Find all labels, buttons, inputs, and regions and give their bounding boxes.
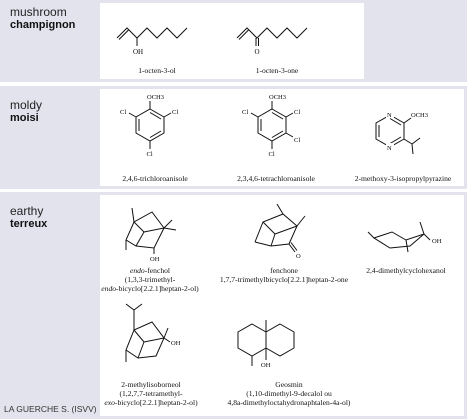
dmch-oh-label: OH — [432, 238, 442, 245]
mib-iupac-line: (1,2,7,7-tetramethyl- — [119, 389, 183, 398]
molecule-geosmin: OH — [237, 320, 295, 369]
molecule-2-4-dimethylcyclohexanol: OH — [367, 221, 442, 253]
tca-caption: 2,4,6-trichloroanisole — [122, 174, 188, 183]
fenchone-name: fenchone — [270, 266, 298, 275]
label-moldy: moldy moisi — [10, 99, 42, 125]
molecule-2-3-4-6-tetrachloroanisole: OCH3 Cl Cl Cl Cl — [242, 94, 300, 158]
octenol-oh-label: OH — [133, 48, 143, 56]
ipmp-och3-label: OCH3 — [411, 112, 428, 119]
label-mushroom-fr: champignon — [10, 19, 76, 31]
tca-cl-bottom: Cl — [147, 151, 153, 158]
geosmin-iupac-line-2: 4,8a-dimethyloctahydronaphtalen-4a-ol) — [227, 398, 351, 407]
geosmin-oh-label: OH — [261, 362, 271, 369]
octenone-caption: 1-octen-3-one — [255, 66, 299, 75]
ipmp-n-bottom: N — [387, 145, 392, 152]
fenchol-oh-label: OH — [150, 256, 160, 263]
dmch-caption: 2,4-dimethylcyclohexanol — [366, 266, 446, 275]
fenchone-iupac: 1,7,7-trimethylbicyclo[2.2.1]heptan-2-on… — [219, 275, 349, 284]
fenchone-o-label: O — [296, 253, 301, 260]
geosmin-caption: Geosmin (1,10-dimethyl-9-decalol ou 4,8a… — [224, 380, 354, 407]
mib-oh-label: OH — [171, 340, 181, 347]
octenone-o-label: O — [255, 48, 260, 56]
teca-cl-bottom: Cl — [269, 151, 275, 158]
molecule-1-octen-3-one: O — [236, 27, 308, 56]
teca-cl-upper-left: Cl — [242, 109, 248, 116]
molecule-1-octen-3-ol: OH — [116, 27, 188, 56]
panel-moldy — [100, 89, 464, 186]
geosmin-name: Geosmin — [275, 380, 303, 389]
mib-caption: 2-methylisoborneol (1,2,7,7-tetramethyl-… — [96, 380, 206, 407]
molecule-2-methoxy-3-isopropylpyrazine: N N OCH3 — [375, 110, 428, 155]
geosmin-iupac-line-1: (1,10-dimethyl-9-decalol ou — [246, 389, 332, 398]
ipmp-caption: 2-methoxy-3-isopropylpyrazine — [354, 174, 452, 183]
fenchol-iupac-line-2: -bicyclo[2.2.1]heptan-2-ol) — [116, 284, 199, 293]
fenchol-endo-prefix: endo — [129, 266, 145, 275]
mib-exo-prefix: exo — [104, 398, 115, 407]
label-mushroom-en: mushroom — [10, 5, 67, 19]
label-mushroom: mushroom champignon — [10, 6, 75, 32]
teca-cl-upper-right: Cl — [294, 109, 300, 116]
tca-cl-left: Cl — [120, 109, 126, 116]
molecule-endo-fenchol: OH — [125, 207, 177, 263]
tca-cl-right: Cl — [172, 109, 178, 116]
octenol-caption: 1-octen-3-ol — [138, 66, 176, 75]
label-moldy-fr: moisi — [10, 112, 39, 124]
ipmp-n-top: N — [387, 112, 392, 119]
fenchone-caption: fenchone 1,7,7-trimethylbicyclo[2.2.1]he… — [210, 266, 358, 284]
label-earthy: earthy terreux — [10, 205, 47, 231]
fenchol-name: -fenchol — [144, 266, 171, 275]
teca-och3-label: OCH3 — [269, 94, 286, 101]
fenchol-endo-prefix-2: endo — [101, 284, 117, 293]
image-credit: LA GUERCHE S. (ISVV) — [4, 404, 97, 414]
molecule-2-methylisoborneol: OH — [125, 303, 181, 362]
label-earthy-en: earthy — [10, 204, 44, 218]
tca-och3-label: OCH3 — [147, 94, 164, 101]
label-earthy-fr: terreux — [10, 218, 48, 230]
panel-mushroom — [100, 3, 364, 79]
fenchol-iupac-line: (1,3,3-trimethyl- — [124, 275, 176, 284]
teca-caption: 2,3,4,6-tetrachloroanisole — [237, 174, 315, 183]
mib-iupac-line-2: -bicyclo[2.2.1]heptan-2-ol) — [114, 398, 198, 407]
mib-name: 2-methylisoborneol — [121, 380, 181, 389]
molecule-2-4-6-trichloroanisole: OCH3 Cl Cl Cl — [120, 94, 178, 158]
molecule-fenchone: O — [254, 203, 306, 260]
label-moldy-en: moldy — [10, 98, 43, 112]
teca-cl-lower-right: Cl — [294, 137, 300, 144]
fenchol-caption: endo-fenchol (1,3,3-trimethyl- endo-bicy… — [100, 266, 200, 293]
